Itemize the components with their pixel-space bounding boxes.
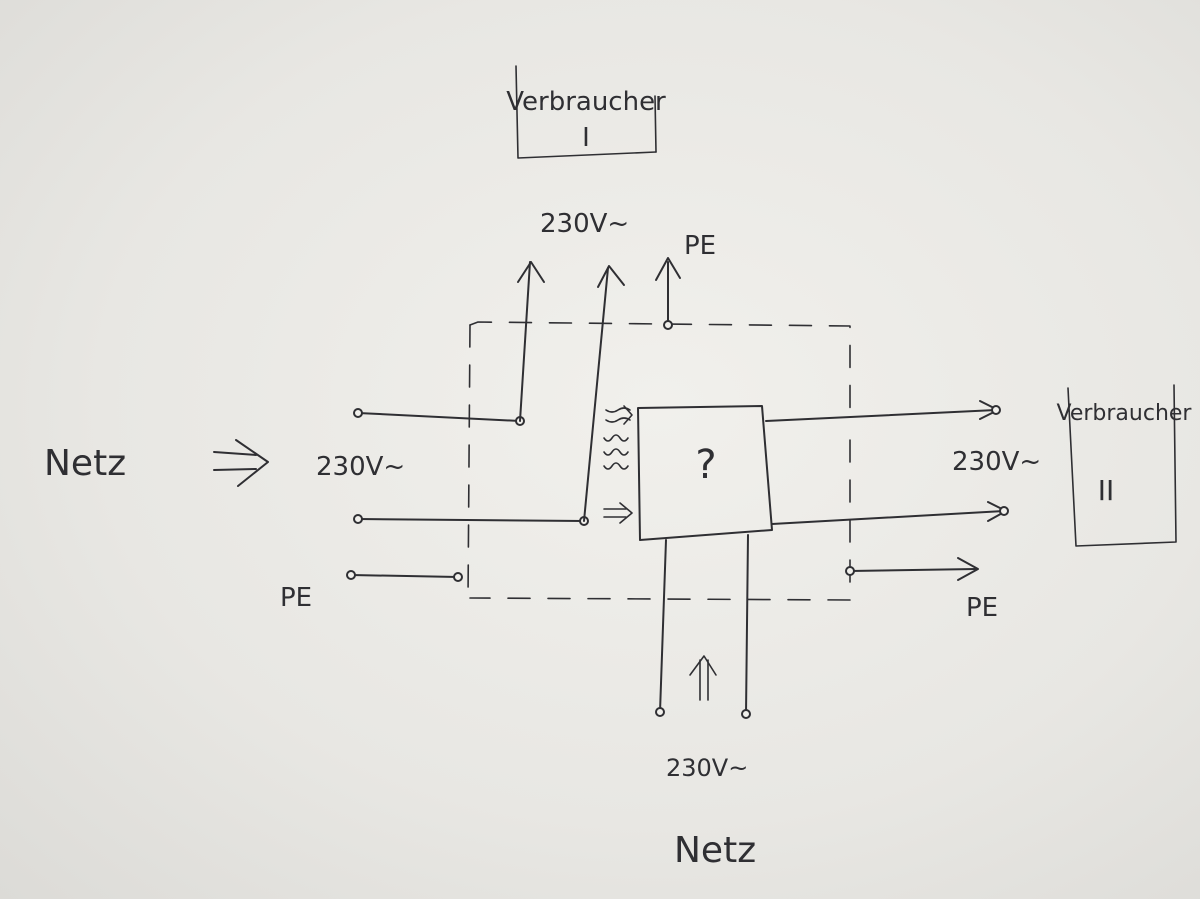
left-phase-wire <box>357 412 521 422</box>
terminal-left-2 <box>353 514 363 524</box>
voltage-right-label: 230V~ <box>952 447 1041 477</box>
pe-top-label: PE <box>684 231 716 261</box>
dashed-enclosure <box>467 321 851 601</box>
junction-pe-top <box>663 320 673 330</box>
left-input-wires <box>346 408 589 582</box>
consumer-1-label: Verbraucher <box>506 87 666 117</box>
terminal-left-pe <box>346 570 356 580</box>
terminal-bottom-2 <box>741 709 751 719</box>
left-pe-wire <box>350 574 459 578</box>
left-input-arrow <box>213 439 269 487</box>
netz-left-label: Netz <box>44 443 126 484</box>
junction-pe-right <box>845 566 855 576</box>
consumer-box-1: Verbraucher I <box>506 65 666 159</box>
unknown-device-box: ? <box>637 405 773 541</box>
consumer-box-2: Verbraucher II <box>1057 384 1193 547</box>
voltage-bottom-label: 230V~ <box>666 754 748 782</box>
netz-bottom-label: Netz <box>674 830 756 871</box>
terminal-right-2 <box>999 506 1009 516</box>
voltage-top-label: 230V~ <box>540 209 629 239</box>
consumer-1-feed <box>517 257 681 522</box>
pe-right-label: PE <box>966 593 998 623</box>
terminal-bottom-1 <box>655 707 665 717</box>
pe-left-label: PE <box>280 583 312 613</box>
box-output-wires <box>765 400 1009 581</box>
terminal-left-1 <box>353 408 363 418</box>
terminal-right-1 <box>991 405 1001 415</box>
box-input-markers <box>603 405 633 524</box>
consumer-2-label: Verbraucher <box>1057 401 1193 426</box>
consumer-2-number: II <box>1098 474 1115 507</box>
junction-pe-left <box>453 572 463 582</box>
voltage-left-label: 230V~ <box>316 452 405 482</box>
left-neutral-wire <box>357 518 585 522</box>
consumer-1-number: I <box>582 123 590 153</box>
bottom-supply-wires <box>655 534 751 719</box>
unknown-device-label: ? <box>695 442 716 488</box>
